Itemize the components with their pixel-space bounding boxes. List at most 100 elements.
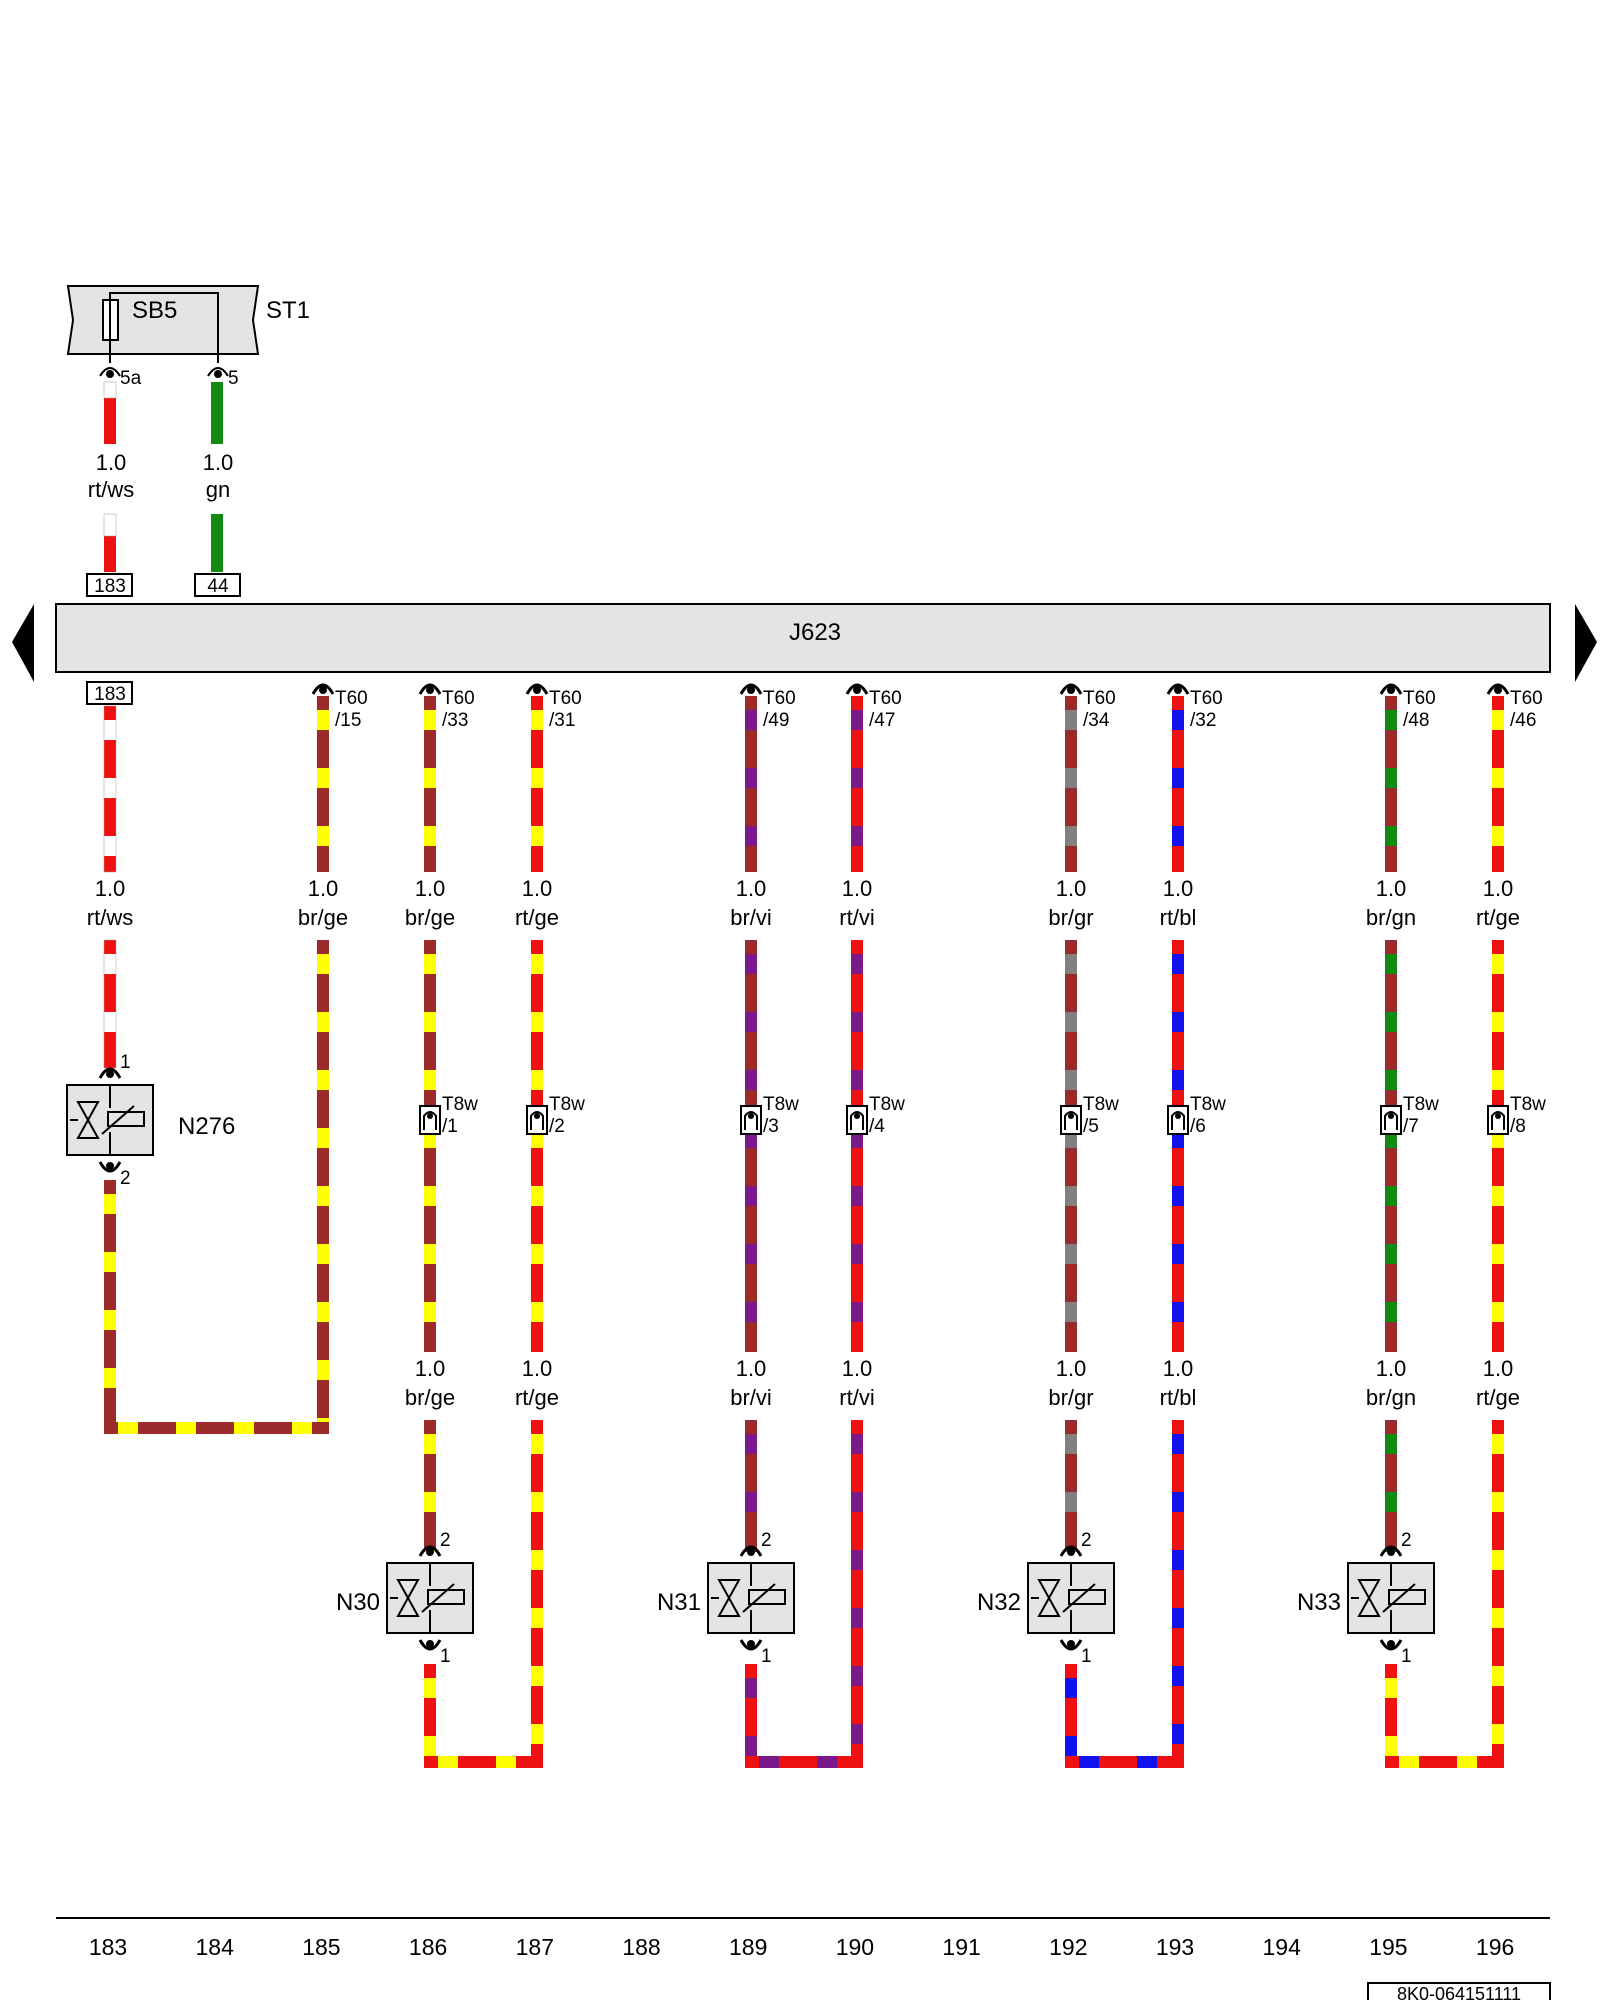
ecu-pin-4-conn: T60/31 xyxy=(549,688,582,731)
valve-n30-pin-bottom: 1 xyxy=(440,1646,451,1667)
column-number: 191 xyxy=(942,1934,980,1960)
column-number: 190 xyxy=(836,1934,874,1960)
t8w-connector-8 xyxy=(1487,1105,1509,1135)
wire-upper-2 xyxy=(317,696,329,872)
wire-mid-6 xyxy=(851,940,863,1352)
page-prev-arrow[interactable] xyxy=(12,604,34,682)
t8w-connector-7 xyxy=(1380,1105,1402,1135)
ecu-label: J623 xyxy=(789,619,841,646)
lower-wire-7-gauge: 1.0 xyxy=(1376,1356,1407,1381)
valve-n31-pin-top: 2 xyxy=(761,1530,772,1551)
valve-n33 xyxy=(1347,1562,1435,1634)
lower-wire-6-gauge: 1.0 xyxy=(1163,1356,1194,1381)
column-number: 187 xyxy=(516,1934,554,1960)
wire-lower-a-1 xyxy=(424,1420,436,1552)
wire-valve-loop-4 xyxy=(1385,1756,1504,1768)
wire-lower-b-1 xyxy=(531,1420,543,1762)
wire-mid-2 xyxy=(317,940,329,1428)
valve-n31 xyxy=(707,1562,795,1634)
lower-wire-3-gauge: 1.0 xyxy=(736,1356,767,1381)
ecu-pin-1-ref: 183 xyxy=(94,684,126,705)
ecu-pin-4-gauge: 1.0 xyxy=(522,876,553,901)
valve-n31-pin-bottom: 1 xyxy=(761,1646,772,1667)
ecu-pin-7-color: br/gr xyxy=(1048,905,1093,930)
fuse-panel-name: ST1 xyxy=(266,297,310,324)
valve-n276-pin-bottom: 2 xyxy=(120,1168,131,1189)
wire-segment-top-2b xyxy=(211,514,223,572)
t8w-connector-2 xyxy=(526,1105,548,1135)
t8w-connector-5-label: T8w/5 xyxy=(1083,1094,1119,1137)
valve-n32-label: N32 xyxy=(977,1589,1021,1616)
top-wire-1-ref: 183 xyxy=(94,576,126,597)
t8w-connector-3 xyxy=(740,1105,762,1135)
column-number: 189 xyxy=(729,1934,767,1960)
valve-n33-pin-bottom: 1 xyxy=(1401,1646,1412,1667)
wire-mid-5 xyxy=(745,940,757,1352)
column-number: 196 xyxy=(1476,1934,1514,1960)
valve-n32-pin-bottom: 1 xyxy=(1081,1646,1092,1667)
valve-n31-label: N31 xyxy=(657,1589,701,1616)
valve-n276-top-terminal xyxy=(98,1067,122,1079)
page-next-arrow[interactable] xyxy=(1575,604,1597,682)
ecu-pin-8-conn: T60/32 xyxy=(1190,688,1223,731)
ecu-pin-2-color: br/ge xyxy=(298,905,348,930)
lower-wire-3-color: br/vi xyxy=(730,1385,772,1410)
ecu-pin-4-terminal xyxy=(525,683,549,695)
valve-n30-label: N30 xyxy=(336,1589,380,1616)
valve-n33-top-terminal xyxy=(1379,1545,1403,1557)
lower-wire-5-gauge: 1.0 xyxy=(1056,1356,1087,1381)
wire-valve-loop-3 xyxy=(1065,1756,1184,1768)
t8w-connector-6-label: T8w/6 xyxy=(1190,1094,1226,1137)
wire-mid-8 xyxy=(1172,940,1184,1352)
t8w-connector-4-label: T8w/4 xyxy=(869,1094,905,1137)
wire-n276-loop xyxy=(104,1422,329,1434)
wire-n276-return xyxy=(104,1180,116,1428)
lower-wire-1-color: br/ge xyxy=(405,1385,455,1410)
ecu-pin-3-gauge: 1.0 xyxy=(415,876,446,901)
ecu-pin-8-color: rt/bl xyxy=(1160,905,1197,930)
wire-valve-loop-2 xyxy=(745,1756,863,1768)
ecu-pin-6-color: rt/vi xyxy=(839,905,874,930)
t8w-connector-6 xyxy=(1167,1105,1189,1135)
wire-segment-top-1b xyxy=(103,513,117,572)
lower-wire-8-color: rt/ge xyxy=(1476,1385,1520,1410)
lower-wire-1-gauge: 1.0 xyxy=(415,1356,446,1381)
wire-mid-3 xyxy=(424,940,436,1352)
wire-lower-a-4 xyxy=(1385,1420,1397,1552)
lower-wire-7-color: br/gn xyxy=(1366,1385,1416,1410)
valve-n276 xyxy=(66,1084,154,1156)
valve-n33-bottom-terminal xyxy=(1379,1639,1403,1651)
overlay-layer: 1.0rt/ws1831.0br/geT60/151.0br/geT60/331… xyxy=(66,681,1546,1667)
wires-layer xyxy=(103,696,1504,1768)
column-number: 188 xyxy=(622,1934,660,1960)
column-number: 184 xyxy=(196,1934,235,1960)
ecu-pin-9-color: br/gn xyxy=(1366,905,1416,930)
ecu-pin-6-gauge: 1.0 xyxy=(842,876,873,901)
wire-segment-top-2a xyxy=(211,382,223,444)
wire-mid-10 xyxy=(1492,940,1504,1352)
ecu-pin-9-terminal xyxy=(1379,683,1403,695)
t8w-connector-5 xyxy=(1060,1105,1082,1135)
column-number: 192 xyxy=(1049,1934,1087,1960)
top-wire-2-color: gn xyxy=(206,477,230,502)
wire-segment-top-1a xyxy=(103,381,117,444)
wire-upper-1 xyxy=(103,705,117,873)
lower-wire-2-gauge: 1.0 xyxy=(522,1356,553,1381)
ecu-pin-10-color: rt/ge xyxy=(1476,905,1520,930)
ecu-pin-5-conn: T60/49 xyxy=(763,688,796,731)
wire-lower-b-3 xyxy=(1172,1420,1184,1762)
valve-n30-bottom-terminal xyxy=(418,1639,442,1651)
valve-n33-label: N33 xyxy=(1297,1589,1341,1616)
column-number: 186 xyxy=(409,1934,447,1960)
valve-n30-pin-top: 2 xyxy=(440,1530,451,1551)
ecu-j623: J623 xyxy=(12,603,1597,682)
wire-valve-return-2 xyxy=(745,1664,757,1762)
valve-n31-bottom-terminal xyxy=(739,1639,763,1651)
wire-mid-9 xyxy=(1385,940,1397,1352)
t8w-connector-1-label: T8w/1 xyxy=(442,1094,478,1137)
top-wire-1-gauge: 1.0 xyxy=(96,450,127,475)
ecu-pin-3-color: br/ge xyxy=(405,905,455,930)
ecu-pin-5-color: br/vi xyxy=(730,905,772,930)
t8w-connector-3-label: T8w/3 xyxy=(763,1094,799,1137)
